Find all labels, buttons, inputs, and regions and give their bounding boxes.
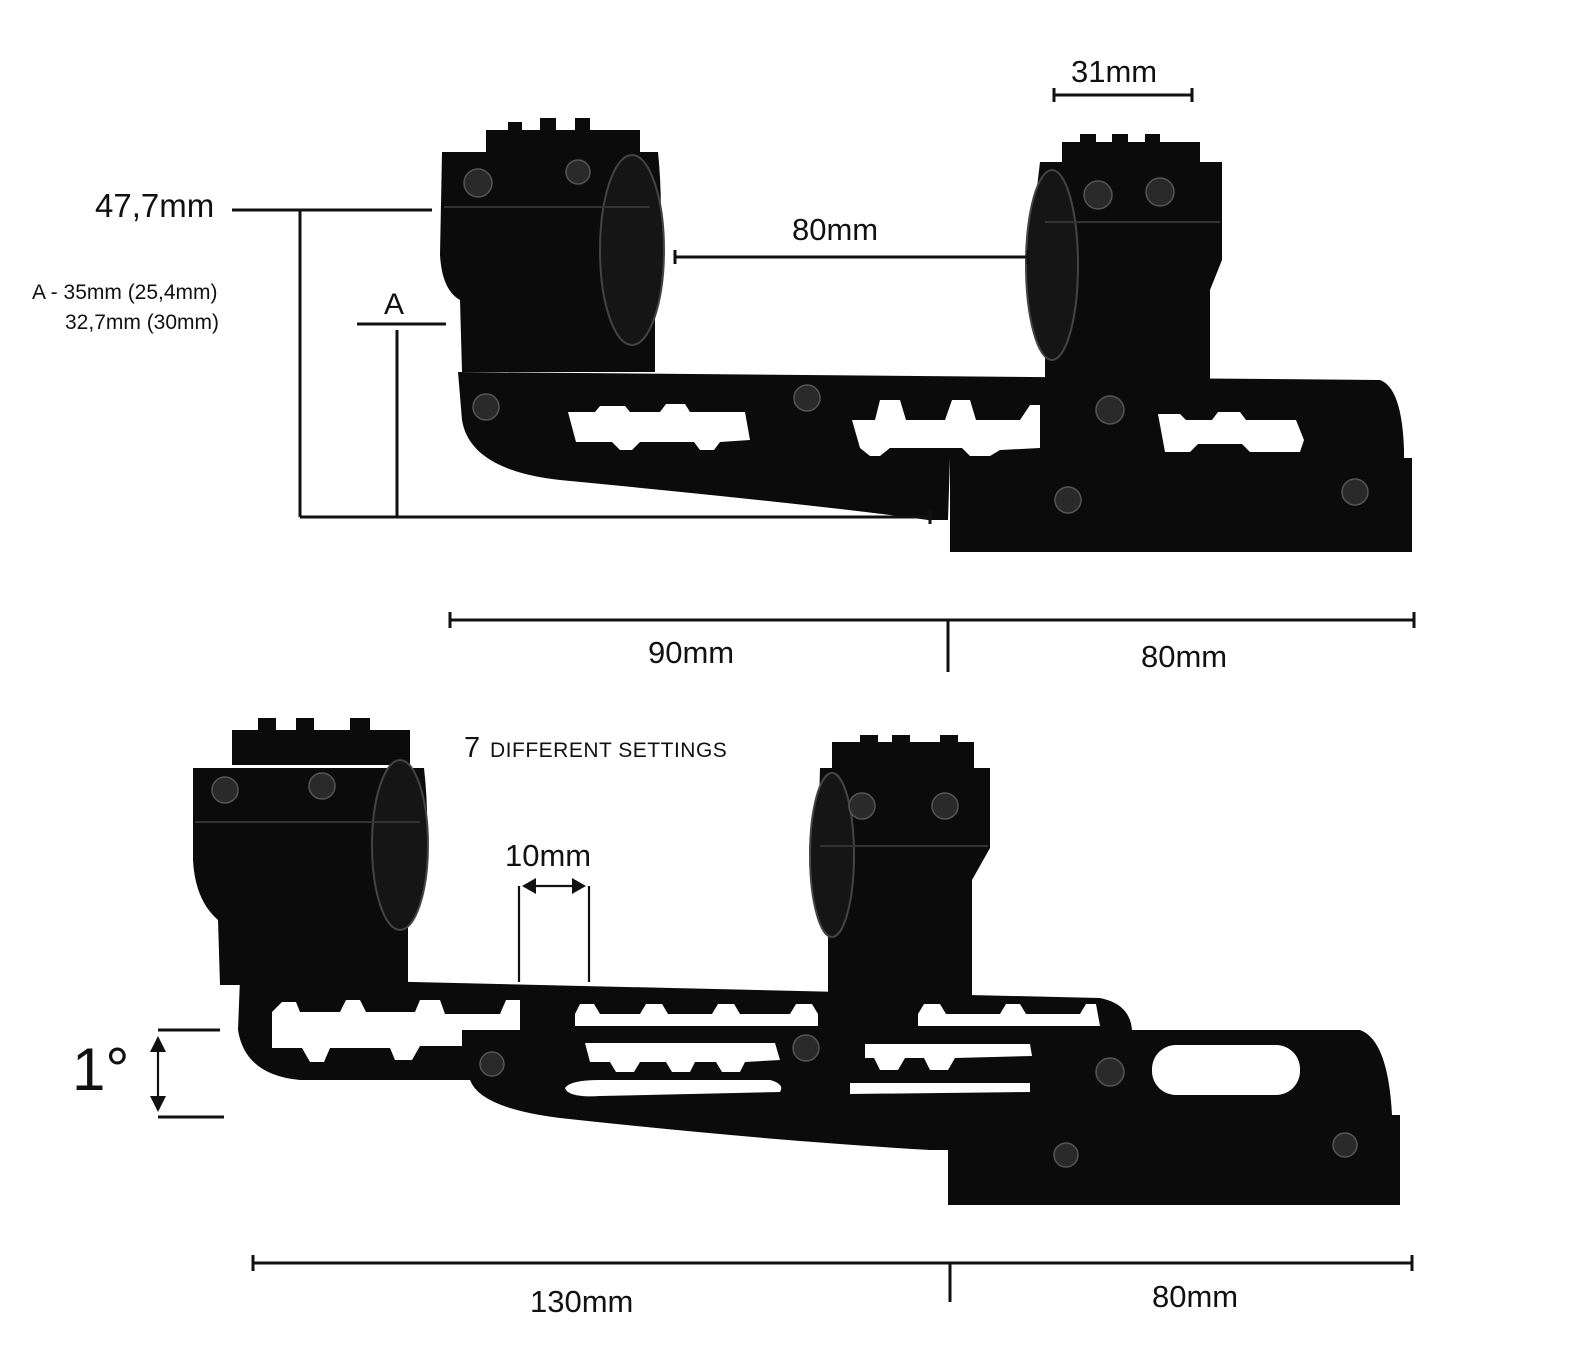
top-dimensions bbox=[232, 88, 1416, 672]
angle-arrow-down bbox=[150, 1096, 166, 1112]
bottom-dimensions bbox=[150, 878, 1414, 1302]
bottom-mount bbox=[193, 718, 1400, 1205]
angle-label: 1° bbox=[72, 1036, 129, 1103]
top-length-left-label: 90mm bbox=[648, 635, 734, 670]
ring-spacing-label: 80mm bbox=[792, 212, 878, 247]
a-marker-label: A bbox=[384, 288, 404, 321]
a-note-line1: A - 35mm (25,4mm) bbox=[32, 281, 218, 304]
bottom-base-rail bbox=[948, 1115, 1400, 1205]
top-mount bbox=[440, 118, 1412, 552]
top-left-ring bbox=[440, 118, 665, 372]
settings-number: 7 bbox=[464, 732, 480, 764]
top-labels: 47,7mm A - 35mm (25,4mm) 32,7mm (30mm) A… bbox=[32, 54, 1227, 674]
bottom-labels: 7 DIFFERENT SETTINGS 10mm 1° 130mm 80mm bbox=[72, 732, 1238, 1319]
top-length-right-label: 80mm bbox=[1141, 639, 1227, 674]
bottom-left-ring bbox=[193, 718, 429, 985]
top-base-rail bbox=[950, 458, 1412, 552]
bottom-length-left-label: 130mm bbox=[530, 1284, 633, 1319]
top-body-screws bbox=[472, 384, 1369, 514]
bottom-length-right-label: 80mm bbox=[1152, 1279, 1238, 1314]
bottom-screws bbox=[479, 1034, 1358, 1168]
settings-text: DIFFERENT SETTINGS bbox=[490, 739, 727, 762]
step-label: 10mm bbox=[505, 838, 591, 873]
step-arrow-right bbox=[572, 878, 586, 894]
top-right-ring bbox=[1025, 134, 1222, 382]
a-note-line2: 32,7mm (30mm) bbox=[65, 311, 219, 334]
bottom-upper-slots bbox=[272, 1000, 1100, 1062]
angle-arrow-up bbox=[150, 1036, 166, 1052]
ring-width-label: 31mm bbox=[1071, 54, 1157, 89]
bottom-lower-slots bbox=[565, 1043, 1300, 1097]
bottom-right-ring bbox=[809, 735, 990, 998]
step-arrow-left bbox=[522, 878, 536, 894]
height-label: 47,7mm bbox=[95, 187, 214, 224]
top-body-slots bbox=[568, 400, 1304, 456]
